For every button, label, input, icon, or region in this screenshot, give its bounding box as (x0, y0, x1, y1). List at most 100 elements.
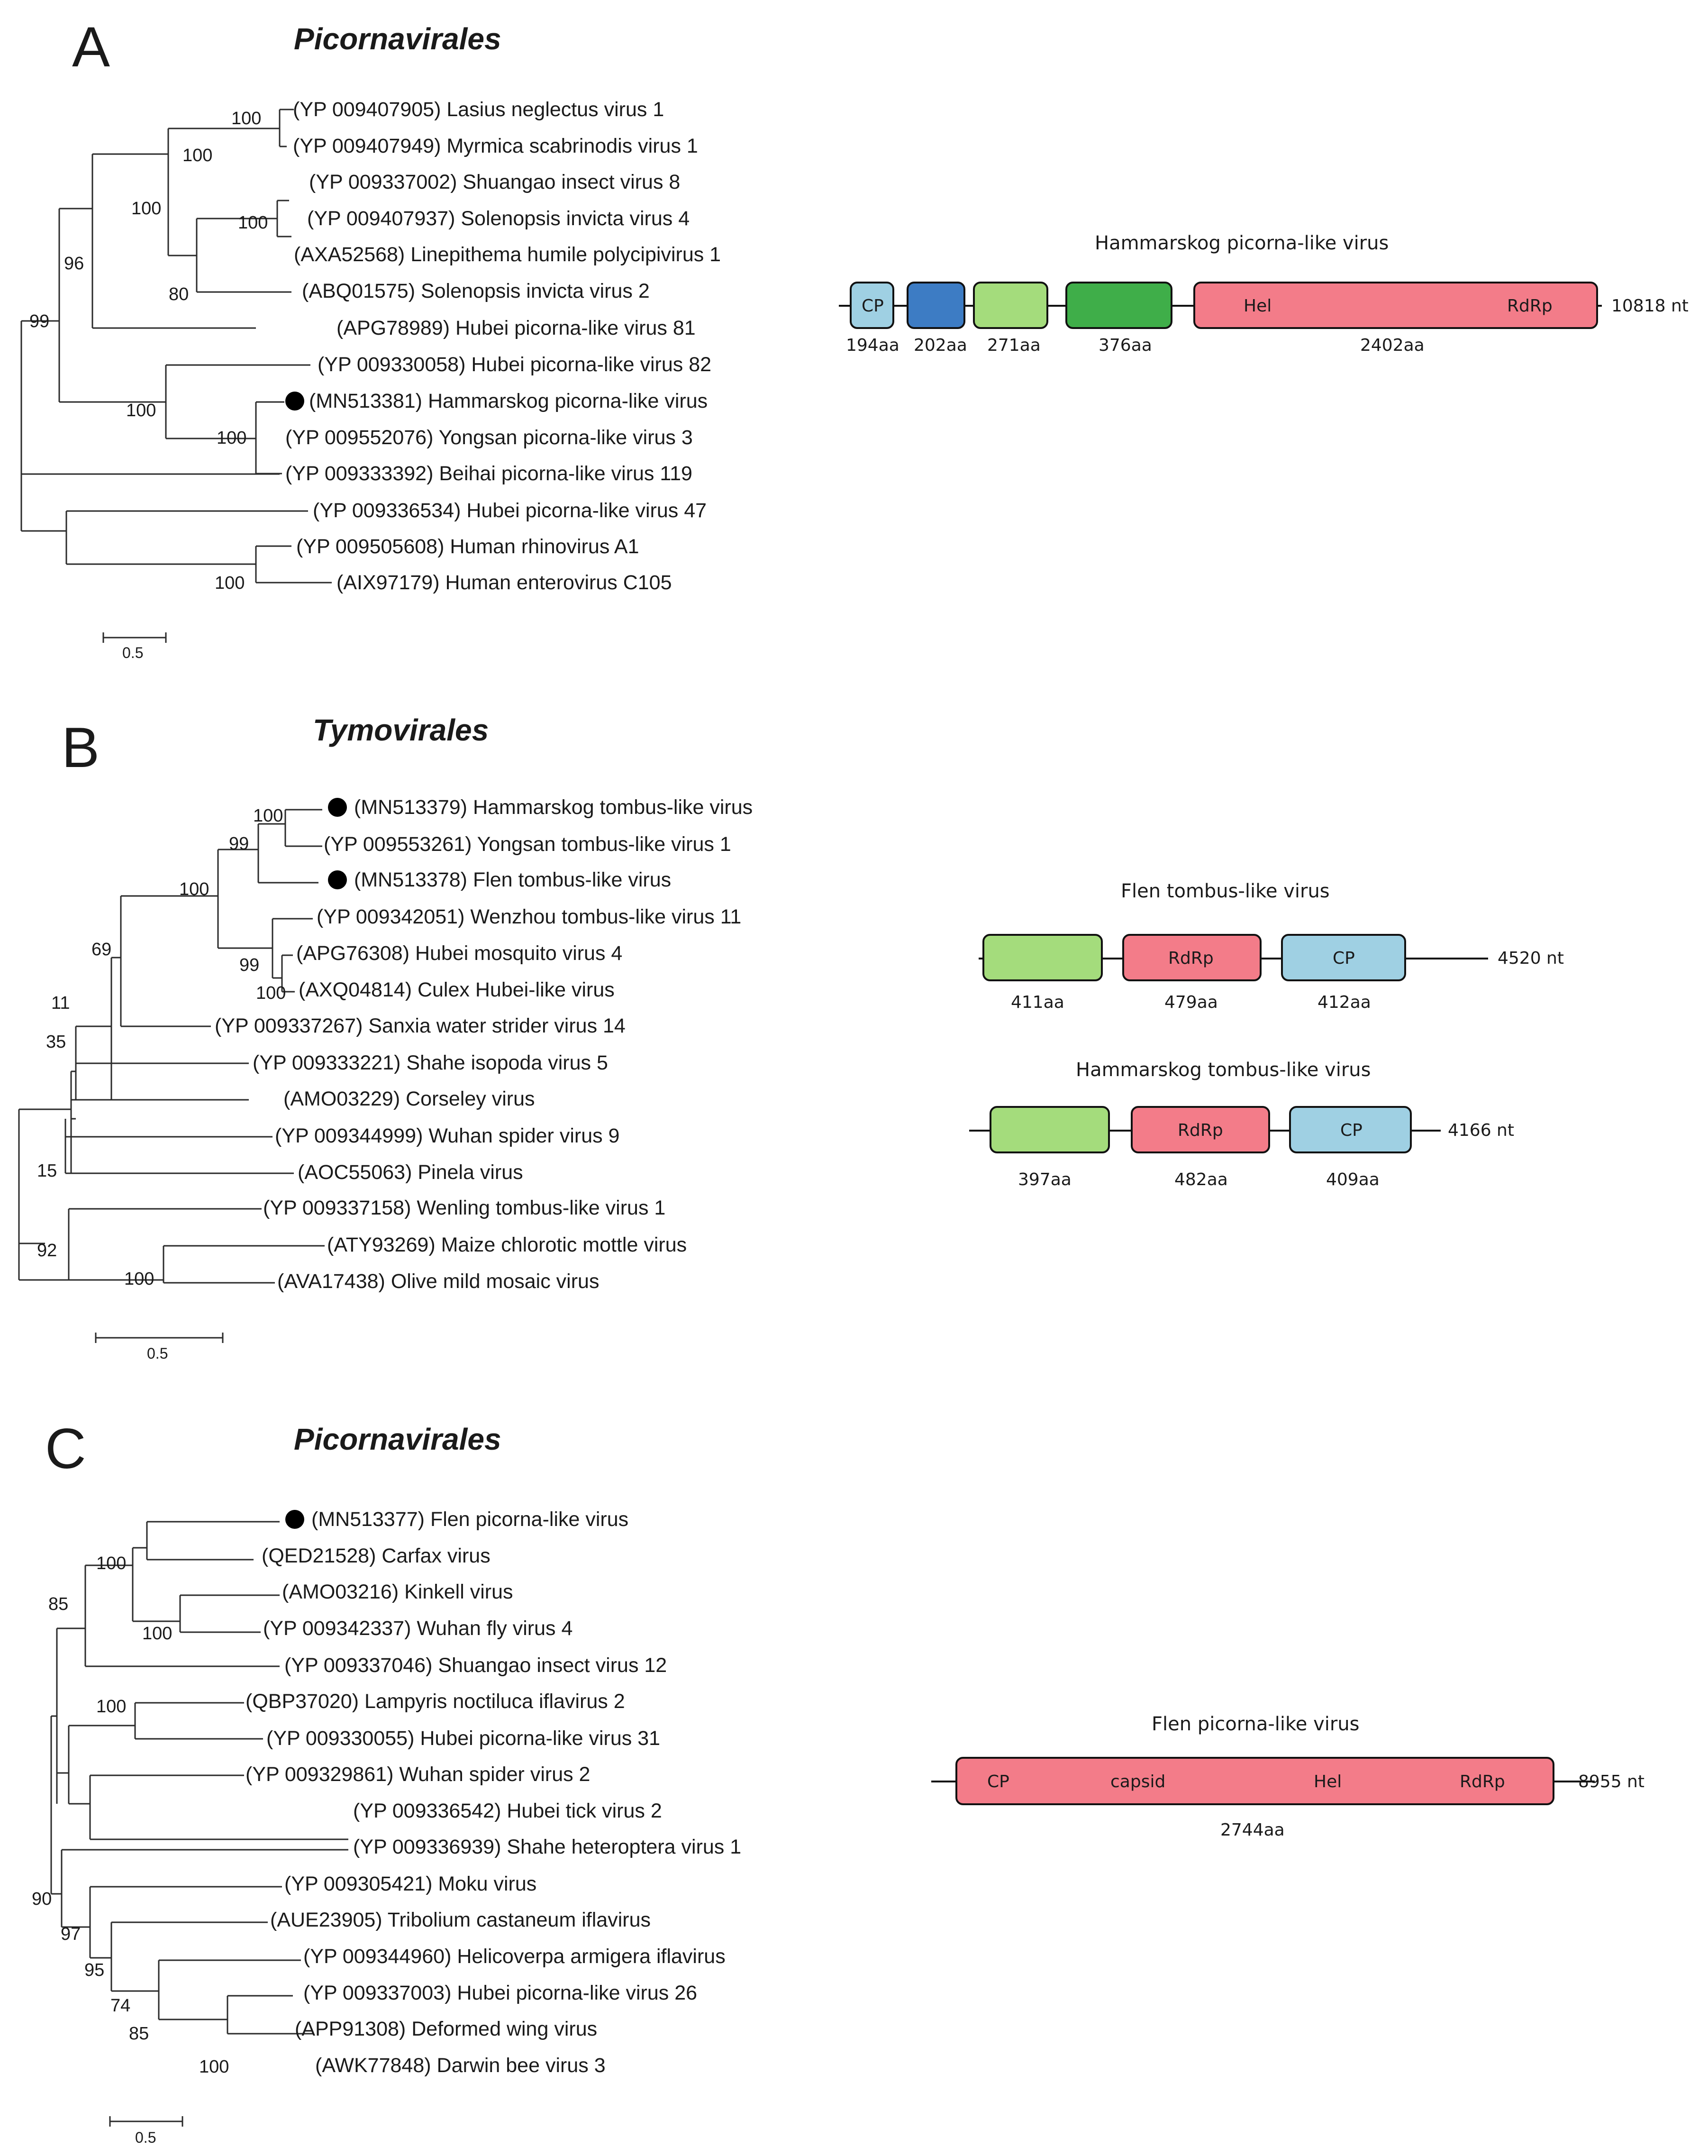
genome-map-hammarskog-picorna: Hammarskog picorna-like virus CP Hel RdR… (839, 232, 1689, 355)
new-virus-marker (328, 870, 347, 889)
leaf-label: (YP 009552076) Yongsan picorna-like viru… (285, 426, 693, 449)
bootstrap-value: 100 (256, 983, 286, 1003)
bootstrap-values: 100 100 85 100 90 97 95 74 85 100 (32, 1553, 229, 2077)
genome-title: Hammarskog picorna-like virus (1095, 232, 1389, 254)
orf-box (850, 282, 894, 329)
leaf-label: (YP 009505608) Human rhinovirus A1 (296, 535, 639, 558)
bootstrap-value: 100 (238, 213, 268, 233)
bootstrap-value: 100 (182, 146, 212, 165)
panel-title: Tymovirales (313, 713, 489, 747)
bootstrap-value: 15 (37, 1161, 57, 1181)
bootstrap-value: 11 (51, 993, 70, 1013)
leaf-labels: (MN513379) Hammarskog tombus-like virus … (215, 796, 753, 1293)
orf-box (1131, 1106, 1270, 1153)
leaf-label: (ATY93269) Maize chlorotic mottle virus (327, 1233, 687, 1256)
genome-title: Flen picorna-like virus (1152, 1713, 1360, 1735)
orf-size: 202aa (914, 336, 967, 355)
orf-label: CP (1340, 1121, 1363, 1140)
bootstrap-value: 99 (239, 955, 259, 975)
leaf-label: (YP 009330058) Hubei picorna-like virus … (318, 353, 711, 376)
leaf-label: (YP 009330055) Hubei picorna-like virus … (266, 1727, 660, 1750)
bootstrap-value: 100 (96, 1697, 126, 1717)
bootstrap-values: 100 99 100 99 100 69 11 35 15 92 100 (37, 806, 286, 1289)
leaf-label: (AVA17438) Olive mild mosaic virus (277, 1270, 599, 1293)
bootstrap-value: 100 (96, 1553, 126, 1573)
phylogenetic-tree (18, 809, 325, 1284)
leaf-label: (MN513377) Flen picorna-like virus (311, 1508, 628, 1531)
bootstrap-value: 92 (37, 1241, 57, 1261)
panel-a: A Picornavirales 100 100 100 100 80 96 9… (20, 15, 721, 661)
bootstrap-value: 85 (48, 1594, 68, 1614)
panel-b: B Tymovirales 100 99 100 99 100 69 11 35… (18, 713, 753, 1362)
bootstrap-value: 80 (169, 284, 189, 304)
leaf-label: (YP 009333221) Shahe isopoda virus 5 (253, 1051, 608, 1074)
orf-size: 397aa (1018, 1170, 1072, 1189)
bootstrap-value: 35 (46, 1032, 66, 1052)
genome-map-flen-picorna: Flen picorna-like virus CP capsid Hel Rd… (931, 1713, 1644, 1840)
bootstrap-value: 100 (131, 199, 161, 219)
bootstrap-value: 99 (229, 834, 249, 854)
leaf-label: (QED21528) Carfax virus (262, 1544, 491, 1567)
leaf-label: (YP 009337158) Wenling tombus-like virus… (263, 1197, 665, 1219)
leaf-label: (YP 009337002) Shuangao insect virus 8 (309, 171, 680, 193)
orf-box (1281, 934, 1406, 981)
genome-length: 8955 nt (1578, 1772, 1644, 1791)
orf-box (1193, 282, 1598, 329)
bootstrap-value: 100 (126, 401, 156, 420)
phylogenetic-tree (50, 1521, 348, 2035)
leaf-label: (YP 009342051) Wenzhou tombus-like virus… (317, 905, 741, 928)
bootstrap-value: 90 (32, 1889, 52, 1909)
bootstrap-value: 100 (253, 806, 283, 826)
orf-box (1289, 1106, 1412, 1153)
leaf-label: (YP 009407905) Lasius neglectus virus 1 (293, 98, 664, 121)
leaf-label: (MN513381) Hammarskog picorna-like virus (309, 390, 708, 412)
bootstrap-value: 100 (124, 1269, 154, 1289)
phylogenetic-tree (20, 109, 332, 584)
leaf-label: (YP 009344999) Wuhan spider virus 9 (275, 1124, 619, 1147)
leaf-label: (YP 009344960) Helicoverpa armigera ifla… (303, 1945, 726, 1968)
domain-label: capsid (1110, 1772, 1165, 1791)
genome-length: 10818 nt (1611, 296, 1689, 316)
scale-bar-label: 0.5 (122, 644, 143, 661)
bootstrap-value: 100 (179, 879, 209, 899)
orf-size: 194aa (846, 336, 899, 355)
bootstrap-value: 100 (231, 109, 261, 128)
genome-title: Flen tombus-like virus (1121, 880, 1330, 902)
orf-size: 412aa (1317, 993, 1371, 1012)
leaf-label: (YP 009336542) Hubei tick virus 2 (353, 1800, 662, 1822)
genome-title: Hammarskog tombus-like virus (1076, 1059, 1371, 1081)
orf-box (1065, 282, 1172, 329)
panel-letter: A (72, 15, 110, 79)
new-virus-marker (328, 798, 347, 817)
domain-label: Hel (1244, 296, 1272, 316)
bootstrap-value: 95 (84, 1960, 104, 1980)
orf-box (907, 282, 965, 329)
leaf-label: (AMO03229) Corseley virus (283, 1087, 535, 1110)
domain-label: Hel (1314, 1772, 1342, 1791)
leaf-label: (YP 009337003) Hubei picorna-like virus … (303, 1982, 697, 2004)
leaf-label: (AWK77848) Darwin bee virus 3 (315, 2054, 606, 2077)
scale-bar: 0.5 (109, 2116, 183, 2146)
orf-size: 271aa (987, 336, 1041, 355)
new-virus-marker (285, 392, 304, 411)
leaf-label: (AMO03216) Kinkell virus (282, 1580, 513, 1603)
leaf-label: (MN513379) Hammarskog tombus-like virus (354, 796, 753, 819)
orf-size: 479aa (1164, 993, 1218, 1012)
leaf-label: (YP 009342337) Wuhan fly virus 4 (263, 1617, 572, 1640)
bootstrap-value: 100 (217, 428, 246, 448)
bootstrap-value: 99 (29, 311, 49, 331)
orf-box (982, 934, 1103, 981)
leaf-label: (AXA52568) Linepithema humile polycipivi… (294, 243, 721, 266)
bootstrap-value: 96 (64, 254, 84, 274)
domain-label: RdRp (1507, 296, 1553, 316)
new-virus-marker (285, 1510, 304, 1529)
bootstrap-value: 100 (199, 2057, 229, 2077)
tree-branches (18, 809, 325, 1284)
leaf-label: (YP 009407949) Myrmica scabrinodis virus… (293, 135, 698, 157)
leaf-label: (YP 009333392) Beihai picorna-like virus… (285, 462, 692, 485)
orf-label: CP (862, 296, 884, 316)
leaf-label: (YP 009407937) Solenopsis invicta virus … (307, 207, 690, 230)
scale-bar-label: 0.5 (135, 2129, 156, 2146)
leaf-label: (YP 009329861) Wuhan spider virus 2 (245, 1763, 590, 1786)
